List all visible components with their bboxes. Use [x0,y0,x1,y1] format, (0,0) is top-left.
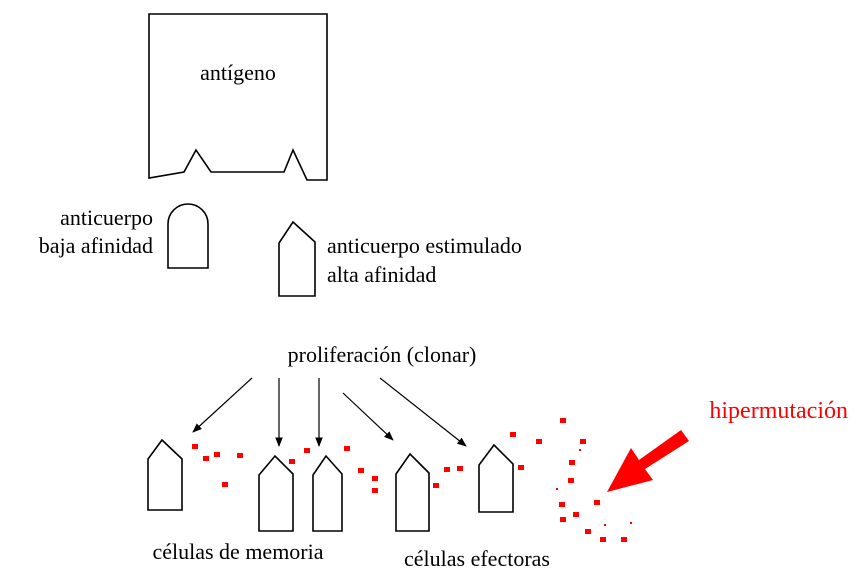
antigen: antígeno [148,13,328,181]
clone-cell-1 [147,438,183,511]
clone-cell-2 [258,454,294,532]
clone-cell-5 [478,443,514,513]
mutation-dot [304,448,310,453]
mutation-dot [518,465,524,470]
mutation-dot [630,522,632,524]
mutation-dot [556,488,558,490]
high-affinity-antibody: anticuerpo estimulado alta afinidad [278,220,522,297]
low-affinity-antibody-shape [167,203,209,269]
mutation-dot [289,459,295,464]
effector-cells-label: células efectoras [404,546,550,571]
arrow-to-clone-4 [342,392,394,441]
mutation-dot [457,466,463,471]
mutation-dot [569,460,575,465]
clones [147,438,514,532]
proliferation-label: proliferación (clonar) [288,342,477,367]
mutation-dot [203,456,209,461]
mutation-dot [568,478,574,483]
mutation-dot [585,529,591,534]
mutation-dot [580,439,586,444]
mutation-dot [559,502,565,507]
mutation-dot [536,439,542,444]
low-affinity-label-line1: anticuerpo [60,205,153,230]
high-affinity-label-line1: anticuerpo estimulado [327,233,522,258]
mutation-dot [237,453,243,458]
mutation-dot [444,467,450,472]
mutation-dot [358,468,364,473]
mutation-dots [192,418,632,542]
mutation-dot [621,537,627,542]
mutation-dot [214,452,220,457]
mutation-dot [510,432,516,437]
mutation-dot [604,524,606,526]
arrow-to-clone-5 [379,377,467,447]
mutation-dot [573,512,579,517]
antigen-shape [148,13,328,181]
mutation-dot [372,476,378,481]
hypermutation-label: hipermutación [709,398,848,424]
clone-arrows [192,377,467,447]
low-affinity-antibody: anticuerpo baja afinidad [39,203,209,269]
low-affinity-label-line2: baja afinidad [39,233,153,258]
mutation-dot [594,500,600,505]
mutation-dot [600,537,606,542]
mutation-dot [222,482,228,487]
clone-cell-3 [312,454,343,532]
arrow-to-clone-1 [192,377,253,433]
mutation-dot [560,418,566,423]
high-affinity-antibody-shape [278,220,316,297]
mutation-dot [192,444,198,449]
mutation-dot [560,517,566,522]
high-affinity-label-line2: alta afinidad [327,262,436,287]
antigen-label: antígeno [200,60,276,85]
mutation-dot [433,483,439,488]
mutation-dot [579,449,581,451]
red-arrow-icon [607,430,689,492]
mutation-dot [372,488,378,493]
clone-cell-4 [395,452,430,532]
memory-cells-label: células de memoria [152,539,323,564]
mutation-dot [344,446,350,451]
